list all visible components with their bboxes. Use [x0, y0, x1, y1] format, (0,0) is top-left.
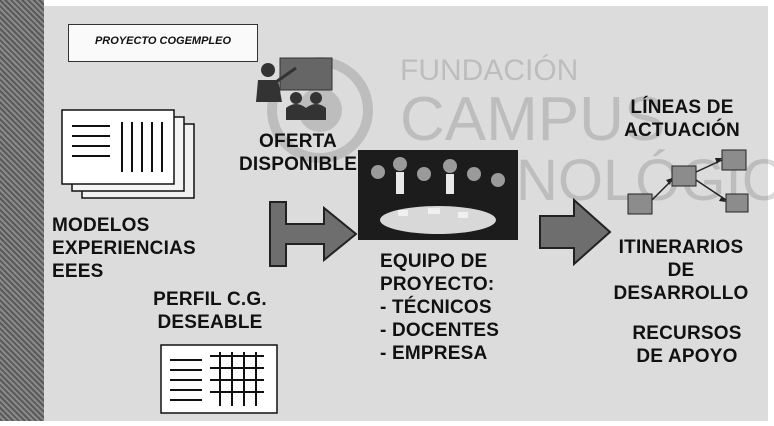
recursos-line-2: DE APOYO	[636, 346, 738, 367]
node-diagram-icon	[627, 149, 749, 215]
itinerarios-line-1: ITINERARIOS	[618, 237, 744, 258]
bottom-border	[0, 421, 774, 426]
modelos-line-1: MODELOS	[52, 215, 150, 236]
lineas-text: LÍNEAS DE ACTUACIÓN	[612, 96, 752, 142]
equipo-line-3: - TÉCNICOS	[380, 297, 492, 318]
perfil-text: PERFIL C.G. DESEABLE	[140, 288, 280, 334]
equipo-line-5: - EMPRESA	[380, 343, 488, 364]
equipo-text: EQUIPO DE PROYECTO: - TÉCNICOS - DOCENTE…	[380, 250, 499, 365]
itinerarios-line-3: DESARROLLO	[613, 283, 749, 304]
equipo-line-4: - DOCENTES	[380, 320, 500, 341]
documents-icon	[61, 109, 195, 199]
right-arrow-icon	[539, 197, 612, 267]
table-form-icon	[160, 344, 278, 414]
lineas-line-2: ACTUACIÓN	[624, 120, 740, 141]
oferta-line-1: OFERTA	[259, 131, 337, 152]
itinerarios-line-2: DE	[667, 260, 695, 281]
modelos-text: MODELOS EXPERIENCIAS EEES	[52, 214, 196, 283]
lineas-line-1: LÍNEAS DE	[630, 97, 734, 118]
modelos-line-2: EXPERIENCIAS	[52, 238, 196, 259]
left-decorative-bar	[0, 0, 44, 426]
recursos-line-1: RECURSOS	[632, 323, 742, 344]
oferta-line-2: DISPONIBLE	[238, 154, 358, 175]
equipo-line-1: EQUIPO DE	[380, 251, 488, 272]
equipo-line-2: PROYECTO:	[380, 274, 495, 295]
modelos-line-3: EEES	[52, 261, 104, 282]
recursos-text: RECURSOS DE APOYO	[612, 322, 762, 368]
watermark-line-1: FUNDACIÓN	[400, 54, 578, 87]
merge-arrow-icon	[269, 201, 358, 267]
oferta-text: OFERTA DISPONIBLE	[228, 130, 368, 176]
project-label: PROYECTO COGEMPLEO	[94, 35, 232, 47]
presenter-icon	[256, 57, 333, 120]
itinerarios-text: ITINERARIOS DE DESARROLLO	[606, 236, 756, 305]
watermark-line-2: CAMPUS	[400, 85, 665, 154]
right-border	[768, 0, 774, 426]
project-label-box: PROYECTO COGEMPLEO	[68, 24, 258, 62]
top-border	[44, 0, 774, 6]
meeting-photo	[358, 150, 518, 240]
perfil-line-1: PERFIL C.G.	[153, 289, 267, 310]
perfil-line-2: DESEABLE	[157, 312, 263, 333]
